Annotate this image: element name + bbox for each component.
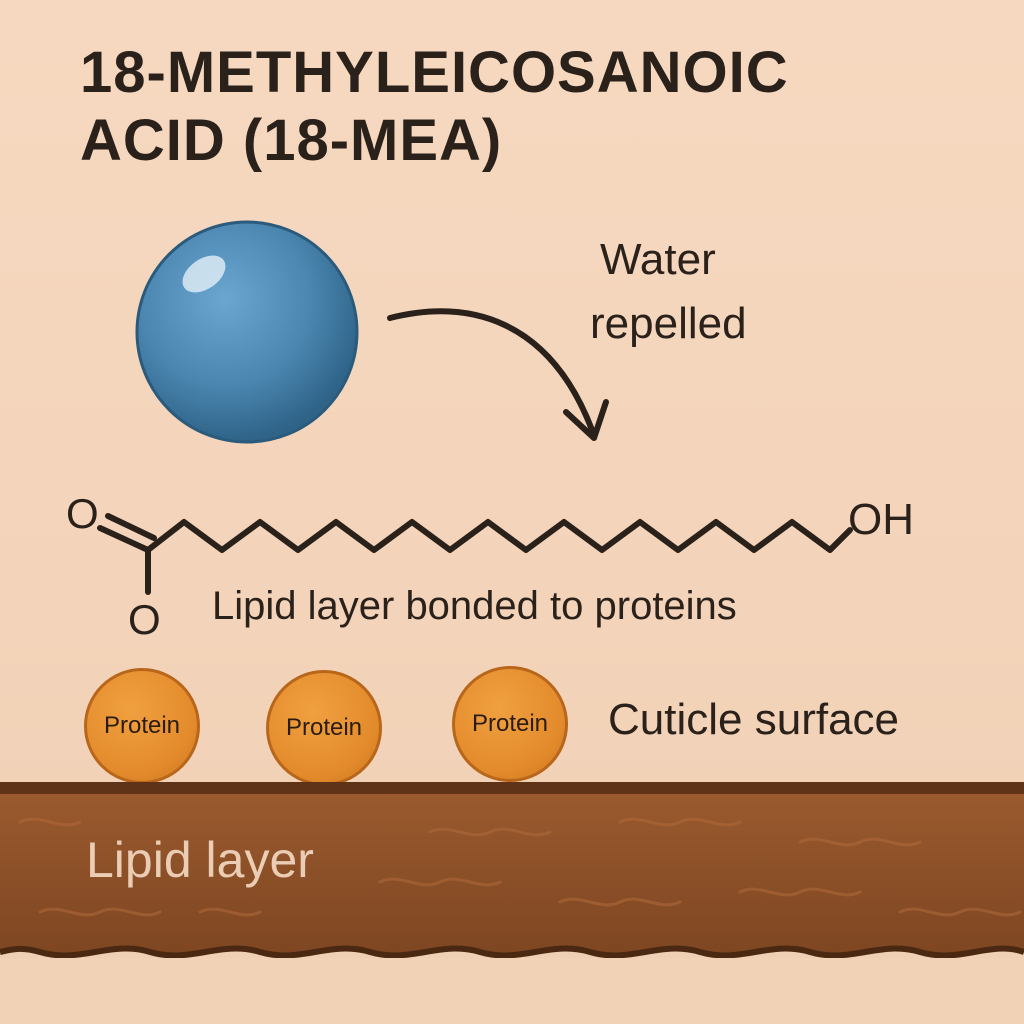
title-line-1: 18-METHYLEICOSANOIC (80, 40, 789, 105)
protein-circle: Protein (266, 670, 382, 786)
cuticle-surface-label: Cuticle surface (608, 695, 900, 744)
curved-arrow-icon (387, 308, 609, 441)
molecule-chain-diagram (97, 513, 853, 595)
lipid-layer-label: Lipid layer (86, 832, 314, 888)
protein-circle: Protein (84, 668, 200, 784)
water-label-line-1: Water (600, 235, 716, 284)
lipid-layer-band (0, 782, 1024, 1024)
hydroxyl-label: OH (848, 495, 914, 544)
water-droplet-icon (135, 220, 359, 444)
protein-circle: Protein (452, 666, 568, 782)
oxygen-atom-label: O (66, 490, 99, 537)
lipid-bond-label: Lipid layer bonded to proteins (212, 584, 737, 628)
oxygen-atom-label: O (128, 596, 161, 643)
title-line-2: ACID (18-MEA) (80, 108, 503, 173)
water-label-line-2: repelled (590, 299, 747, 348)
